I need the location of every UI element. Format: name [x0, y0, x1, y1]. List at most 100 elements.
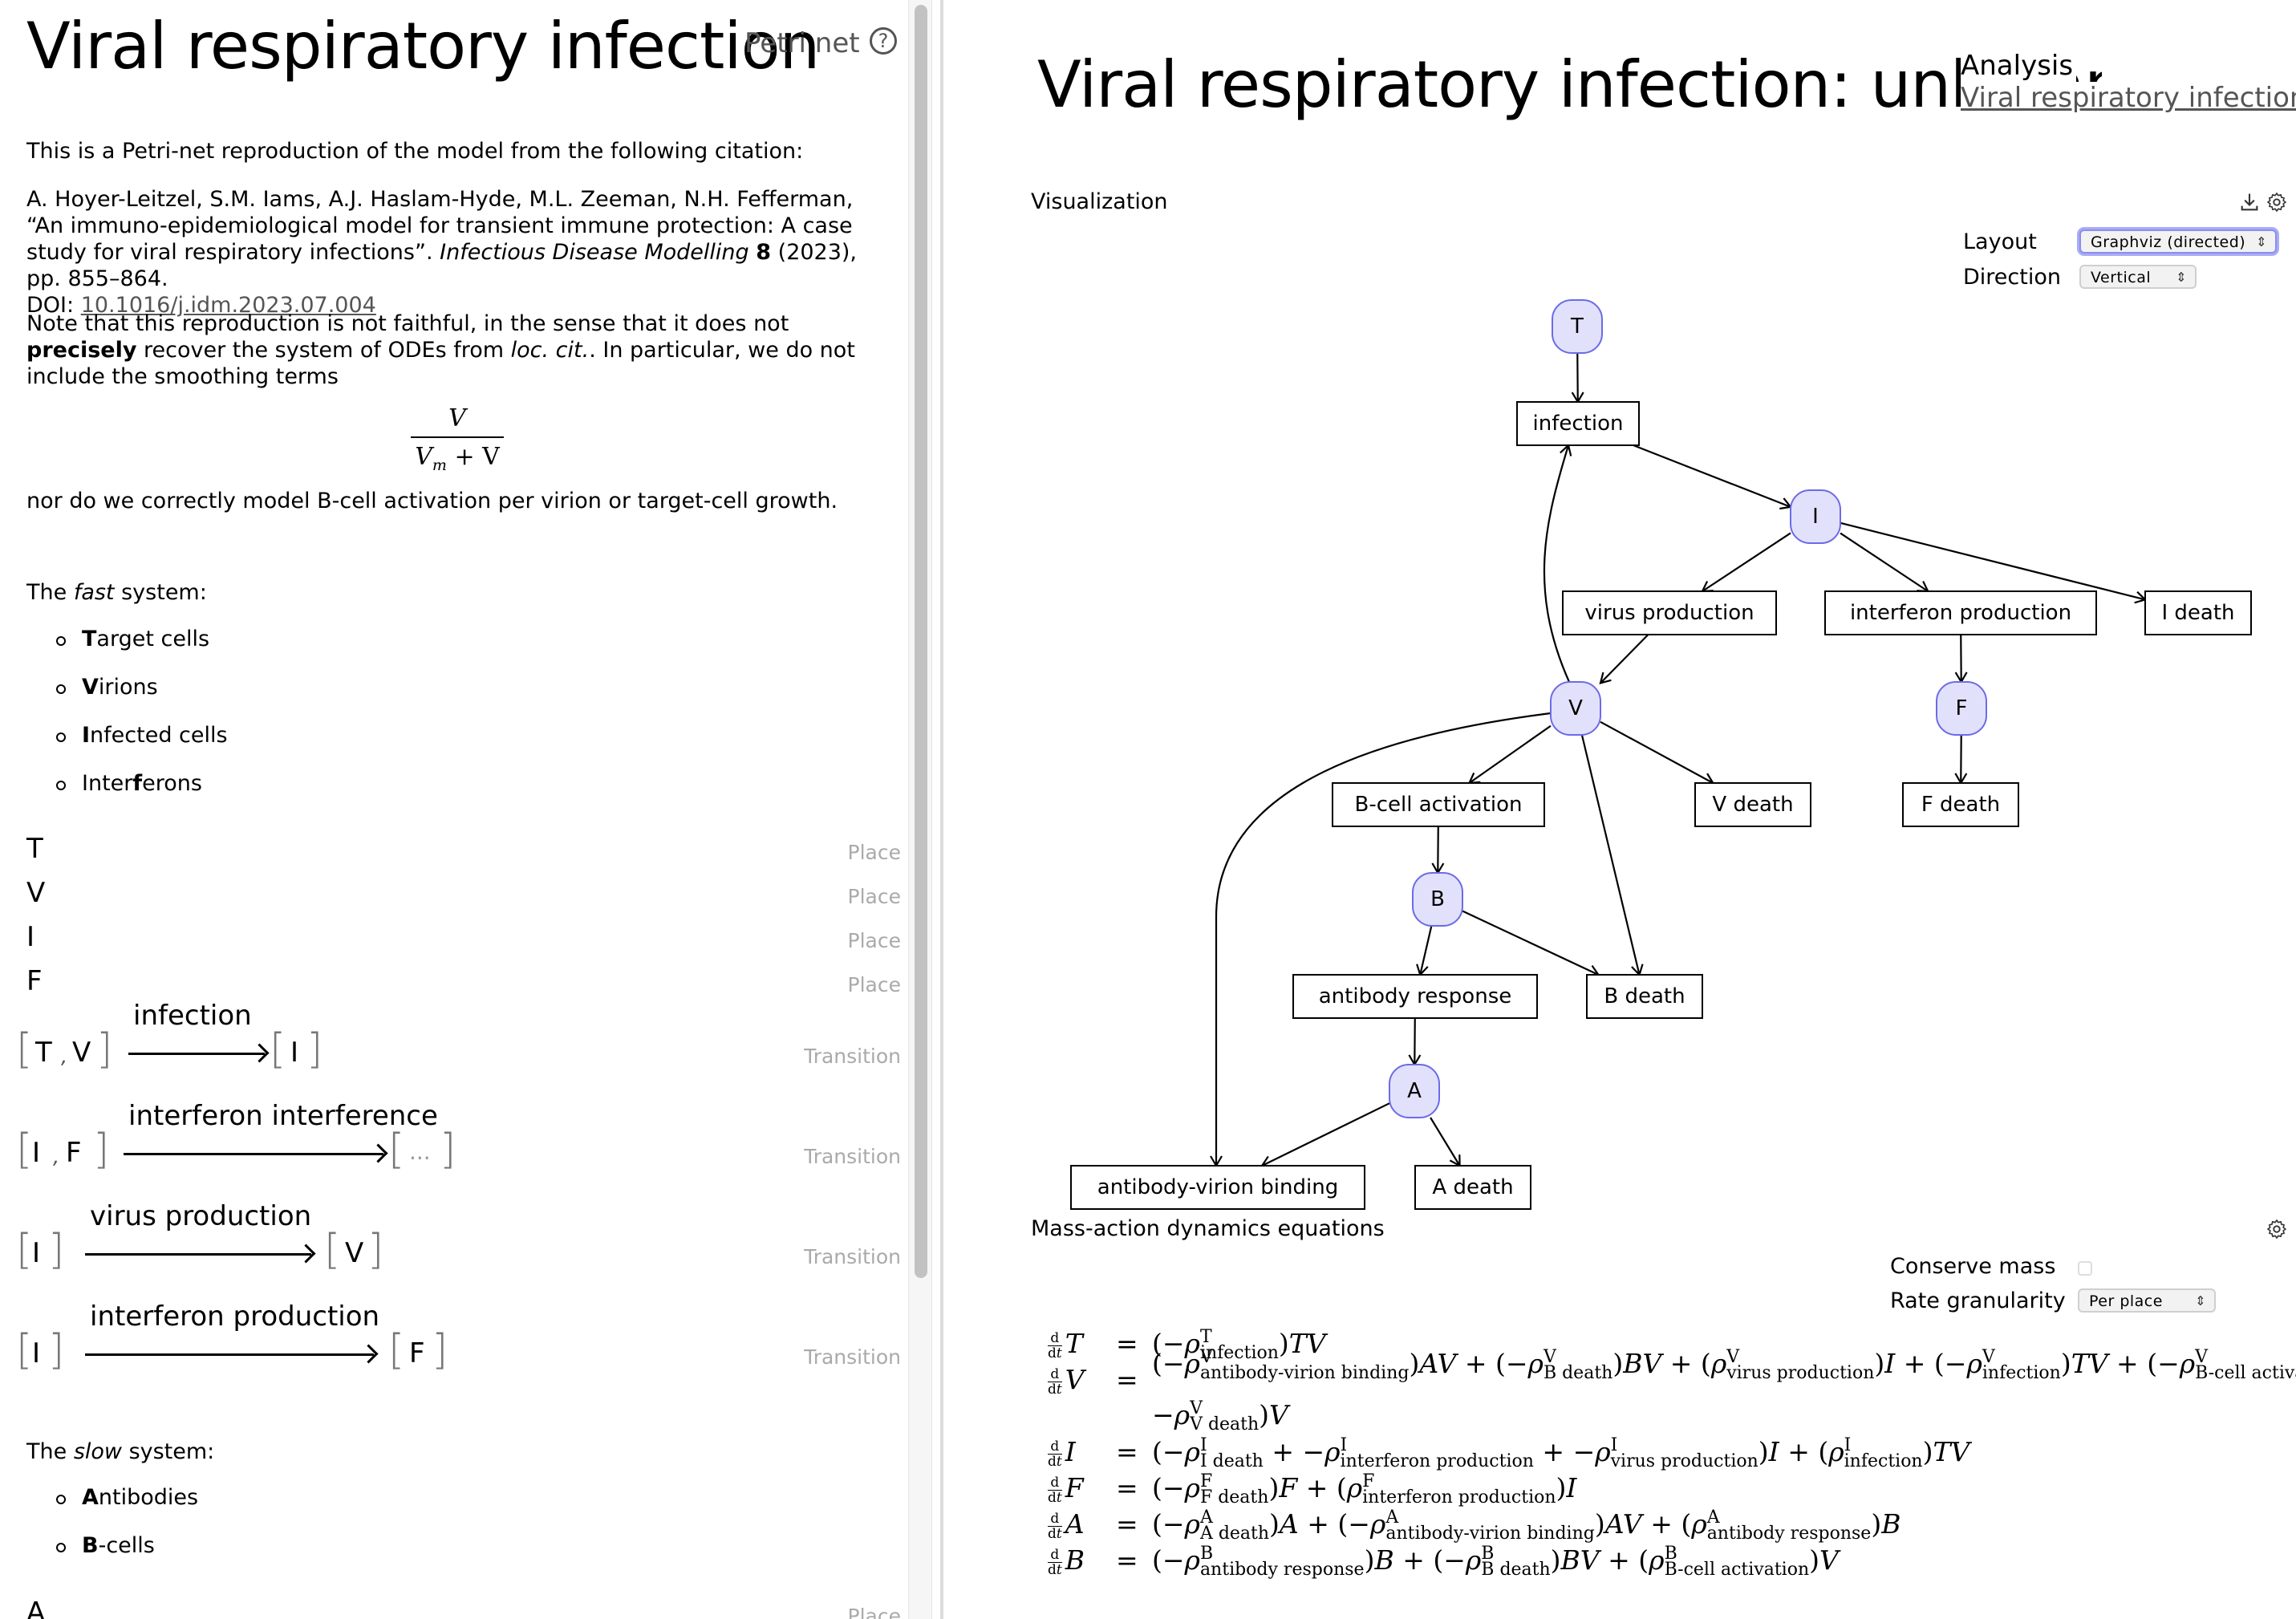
transition-name[interactable]: infection	[133, 1000, 252, 1032]
output-bracket-open: [	[388, 1326, 405, 1374]
node-label: B-cell activation	[1355, 793, 1523, 817]
transition-node[interactable]: infection	[1516, 401, 1640, 446]
place-name[interactable]: A	[26, 1597, 46, 1619]
graph-edge	[1571, 352, 1584, 404]
note-text: Note that this reproduction is not faith…	[26, 311, 789, 336]
conserve-mass-checkbox[interactable]	[2078, 1261, 2092, 1276]
graph-edge	[1210, 712, 1552, 1168]
transition-node[interactable]: interferon production	[1824, 590, 2097, 635]
input-place[interactable]: I	[32, 1337, 41, 1369]
transition-node[interactable]: F death	[1902, 782, 2019, 827]
arrow-icon	[85, 1353, 374, 1356]
transition-cell[interactable]: [ T , V ] infection [ I ] Transition	[16, 1000, 901, 1089]
output-place[interactable]: I	[290, 1037, 299, 1069]
cell-kind-label: Transition	[804, 1345, 901, 1369]
graph-edge	[1260, 1102, 1390, 1168]
graph-edge	[1600, 720, 1715, 785]
doi-link[interactable]: 10.1016/j.idm.2023.07.004	[80, 293, 376, 318]
transition-node[interactable]: virus production	[1562, 590, 1777, 635]
analysis-title[interactable]: Viral respiratory infection: unbalanced	[1037, 47, 2102, 122]
place-node[interactable]: A	[1389, 1064, 1440, 1118]
transition-node[interactable]: B-cell activation	[1332, 782, 1545, 827]
transition-node[interactable]: I death	[2144, 590, 2252, 635]
gear-icon[interactable]	[2266, 1218, 2288, 1240]
place-cell[interactable]: A Place	[26, 1597, 901, 1619]
place-cell[interactable]: T Place	[26, 833, 901, 873]
equals-sign: =	[1116, 1544, 1138, 1576]
transition-node[interactable]: antibody response	[1292, 974, 1538, 1019]
transition-node[interactable]: antibody-virion binding	[1070, 1165, 1365, 1210]
place-cell[interactable]: V Place	[26, 877, 901, 917]
place-node[interactable]: B	[1412, 872, 1463, 927]
node-label: V death	[1712, 793, 1793, 817]
input-bracket-close: ]	[96, 1025, 113, 1073]
graph-edge	[1430, 1117, 1461, 1167]
place-cell[interactable]: I Place	[26, 921, 901, 961]
output-bracket-open: [	[388, 1126, 405, 1174]
place-name[interactable]: V	[26, 877, 46, 909]
cell-kind-label: Place	[847, 973, 901, 996]
question-circle-icon[interactable]: ?	[870, 27, 897, 55]
output-place[interactable]: V	[345, 1237, 364, 1269]
place-name[interactable]: I	[26, 921, 35, 953]
updown-chevron-icon: ⇕	[2195, 1293, 2206, 1309]
document-title[interactable]: Viral respiratory infection	[26, 9, 820, 83]
list-item: Virions	[55, 674, 228, 722]
arrow-icon	[128, 1053, 265, 1055]
transition-node[interactable]: B death	[1586, 974, 1703, 1019]
scrollbar-thumb[interactable]	[915, 5, 927, 1278]
transition-node[interactable]: V death	[1694, 782, 1811, 827]
input-place[interactable]: F	[66, 1137, 82, 1169]
graph-edge	[1467, 724, 1552, 785]
place-node[interactable]: V	[1550, 681, 1601, 736]
input-bracket-open: [	[16, 1025, 33, 1073]
note-text: recover the system of ODEs from	[136, 338, 511, 363]
place-node[interactable]: T	[1552, 299, 1603, 354]
direction-select[interactable]: Vertical ⇕	[2079, 265, 2197, 289]
citation-volume: 8	[756, 240, 772, 265]
input-place[interactable]: I	[32, 1137, 41, 1169]
input-place[interactable]: T	[35, 1037, 52, 1069]
node-label: virus production	[1584, 601, 1754, 625]
list-item: Interferons	[55, 770, 228, 818]
graph-edge	[1599, 634, 1649, 685]
transition-node[interactable]: A death	[1414, 1165, 1531, 1210]
input-place[interactable]: I	[32, 1237, 41, 1269]
download-icon[interactable]	[2238, 191, 2261, 213]
rate-granularity-select[interactable]: Per place ⇕	[2078, 1288, 2216, 1313]
note-paragraph: Note that this reproduction is not faith…	[26, 310, 877, 390]
transition-cell[interactable]: [ I ] virus production [ V ] Transition	[16, 1200, 901, 1290]
place-name[interactable]: F	[26, 965, 43, 997]
transition-cell[interactable]: [ I ] interferon production [ F ] Transi…	[16, 1300, 901, 1390]
node-label: F	[1956, 696, 1968, 720]
place-node[interactable]: F	[1936, 681, 1987, 736]
pane-resize-handle[interactable]	[940, 0, 943, 1619]
graph-edge	[1701, 532, 1791, 593]
document-scrollbar[interactable]	[908, 0, 932, 1619]
layout-select[interactable]: Graphviz (directed) ⇕	[2079, 229, 2277, 254]
layout-select-value: Graphviz (directed)	[2091, 233, 2246, 251]
analysis-of-link[interactable]: Viral respiratory infection	[1961, 82, 2296, 114]
list-item: Target cells	[55, 626, 228, 674]
input-bracket-open: [	[16, 1126, 33, 1174]
transition-name[interactable]: virus production	[90, 1200, 312, 1232]
cell-kind-label: Place	[847, 885, 901, 908]
place-cell[interactable]: F Place	[26, 965, 901, 1005]
transition-name[interactable]: interferon interference	[128, 1100, 438, 1132]
gear-icon[interactable]	[2266, 191, 2288, 213]
output-bracket-close: ]	[440, 1126, 456, 1174]
input-place[interactable]: V	[72, 1037, 91, 1069]
output-ellipsis[interactable]: ...	[409, 1138, 431, 1165]
transition-name[interactable]: interferon production	[90, 1300, 380, 1333]
node-label: antibody response	[1319, 984, 1512, 1008]
output-place[interactable]: F	[409, 1337, 425, 1369]
transition-cell[interactable]: [ I , F ] interferon interference [ ... …	[16, 1100, 901, 1190]
place-node[interactable]: I	[1790, 489, 1841, 544]
place-name[interactable]: T	[26, 833, 43, 865]
